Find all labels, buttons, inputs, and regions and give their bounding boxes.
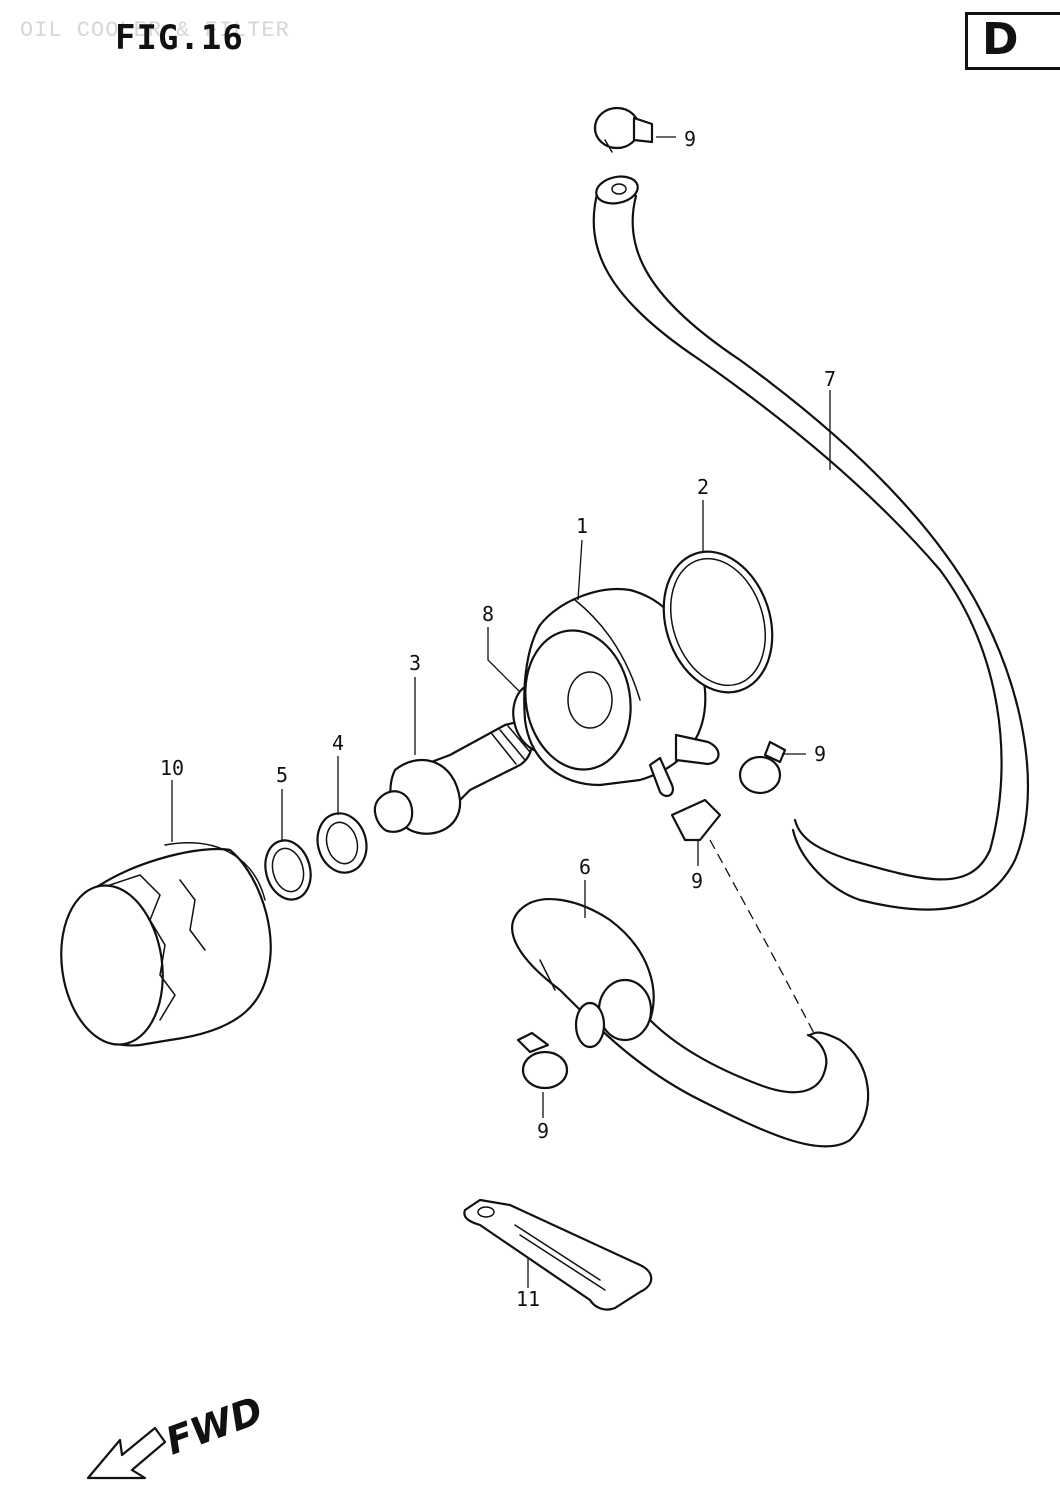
callout-9-top: 9	[684, 127, 696, 151]
callout-7: 7	[824, 367, 836, 391]
union-bolt	[373, 718, 533, 835]
fwd-arrow-icon	[86, 1426, 167, 1480]
callout-11: 11	[516, 1287, 540, 1311]
hose-upper	[592, 175, 1030, 911]
section-letter: D	[982, 14, 1019, 65]
oil-filter	[60, 842, 272, 1047]
washer-5	[264, 839, 312, 901]
callout-8: 8	[482, 602, 494, 626]
hose-lower	[511, 898, 870, 1148]
oil-cooler	[523, 588, 720, 798]
clamp-right	[738, 740, 787, 795]
washer-4	[316, 812, 368, 874]
callout-3: 3	[409, 651, 421, 675]
callout-6: 6	[579, 855, 591, 879]
clamp-mid	[670, 798, 722, 842]
figure-label: FIG.16	[115, 18, 244, 58]
callout-4: 4	[332, 731, 344, 755]
bracket	[463, 1198, 653, 1311]
callout-9-right: 9	[814, 742, 826, 766]
faint-title: OIL COOLER & FILTER	[20, 18, 290, 43]
callout-1: 1	[576, 514, 588, 538]
gasket-ring	[662, 550, 774, 694]
callout-5: 5	[276, 763, 288, 787]
leader-lines	[171, 136, 831, 1288]
section-box	[965, 12, 1060, 70]
callout-2: 2	[697, 475, 709, 499]
callout-10: 10	[160, 756, 184, 780]
fwd-label: FWD	[160, 1388, 268, 1463]
clamp-bottom	[516, 1031, 569, 1090]
clamp-top	[593, 106, 654, 153]
callout-9-bottom: 9	[537, 1119, 549, 1143]
callout-9-mid: 9	[691, 869, 703, 893]
